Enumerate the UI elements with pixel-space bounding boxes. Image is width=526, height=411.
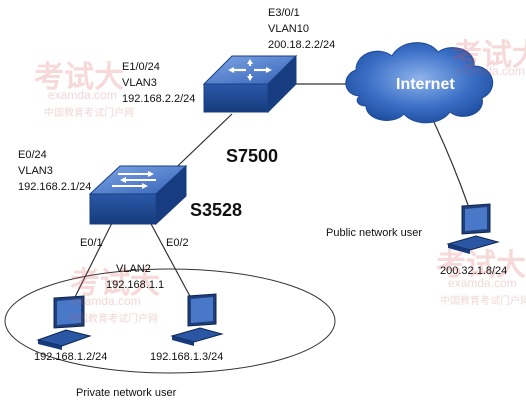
watermark-site: examda.com: [48, 88, 117, 102]
link-switch-pc1: [71, 222, 113, 304]
link-internet-public-user: [431, 117, 469, 206]
switch-e0-24-ip-label: 192.168.2.1/24: [18, 181, 92, 193]
watermark-tagline: 中国教育考试门户网: [68, 314, 158, 325]
public-user-label: Public network user: [326, 227, 422, 239]
link-switch-pc2: [149, 221, 193, 301]
internet-label: Internet: [396, 76, 455, 93]
watermark-logo: 考试大: [436, 249, 526, 282]
internet-cloud: [345, 42, 494, 124]
watermark-logo: 考试大: [452, 39, 526, 72]
watermark-site: examda.com: [448, 276, 517, 290]
router-e3-port-label: E3/0/1: [268, 7, 300, 19]
watermark-tagline: 中国教育考试门户网: [44, 108, 134, 119]
private-network-label: Private network user: [76, 387, 177, 399]
public-user-ip: 200.32.1.8/24: [440, 265, 508, 277]
private-pc2-icon: [170, 293, 224, 346]
watermark-logo: 考试大: [34, 61, 124, 94]
watermark-tagline: 中国教育考试门户网: [440, 296, 526, 307]
pc2-ip: 192.168.1.3/24: [150, 351, 224, 363]
router-e3-ip-label: 200.18.2.2/24: [268, 39, 336, 51]
private-network-ellipse: [4, 268, 336, 374]
switch-e0-1-label: E0/1: [80, 237, 103, 249]
router-e3-vlan-label: VLAN10: [268, 23, 309, 35]
watermark-site: examda.com: [72, 294, 141, 308]
router-name: S7500: [226, 146, 279, 166]
router-e1-port-label: E1/0/24: [122, 61, 160, 73]
router-e1-ip-label: 192.168.2.2/24: [122, 93, 196, 105]
switch-e0-24-port-label: E0/24: [18, 149, 47, 161]
switch-icon: [88, 164, 188, 226]
watermark-site: examda.com: [456, 64, 525, 78]
switch-vlan2-label: VLAN2: [116, 263, 151, 275]
watermark-logo: 考试大: [70, 267, 160, 300]
switch-e0-24-vlan-label: VLAN3: [18, 165, 53, 177]
router-icon: [202, 54, 298, 114]
switch-e0-2-label: E0/2: [166, 237, 189, 249]
public-user-pc-icon: [446, 203, 500, 254]
switch-vlan2-ip-label: 192.168.1.1: [106, 279, 165, 291]
switch-name: S3528: [190, 200, 243, 220]
pc1-ip: 192.168.1.2/24: [34, 351, 108, 363]
private-pc1-icon: [36, 295, 92, 350]
router-e1-vlan-label: VLAN3: [122, 77, 157, 89]
